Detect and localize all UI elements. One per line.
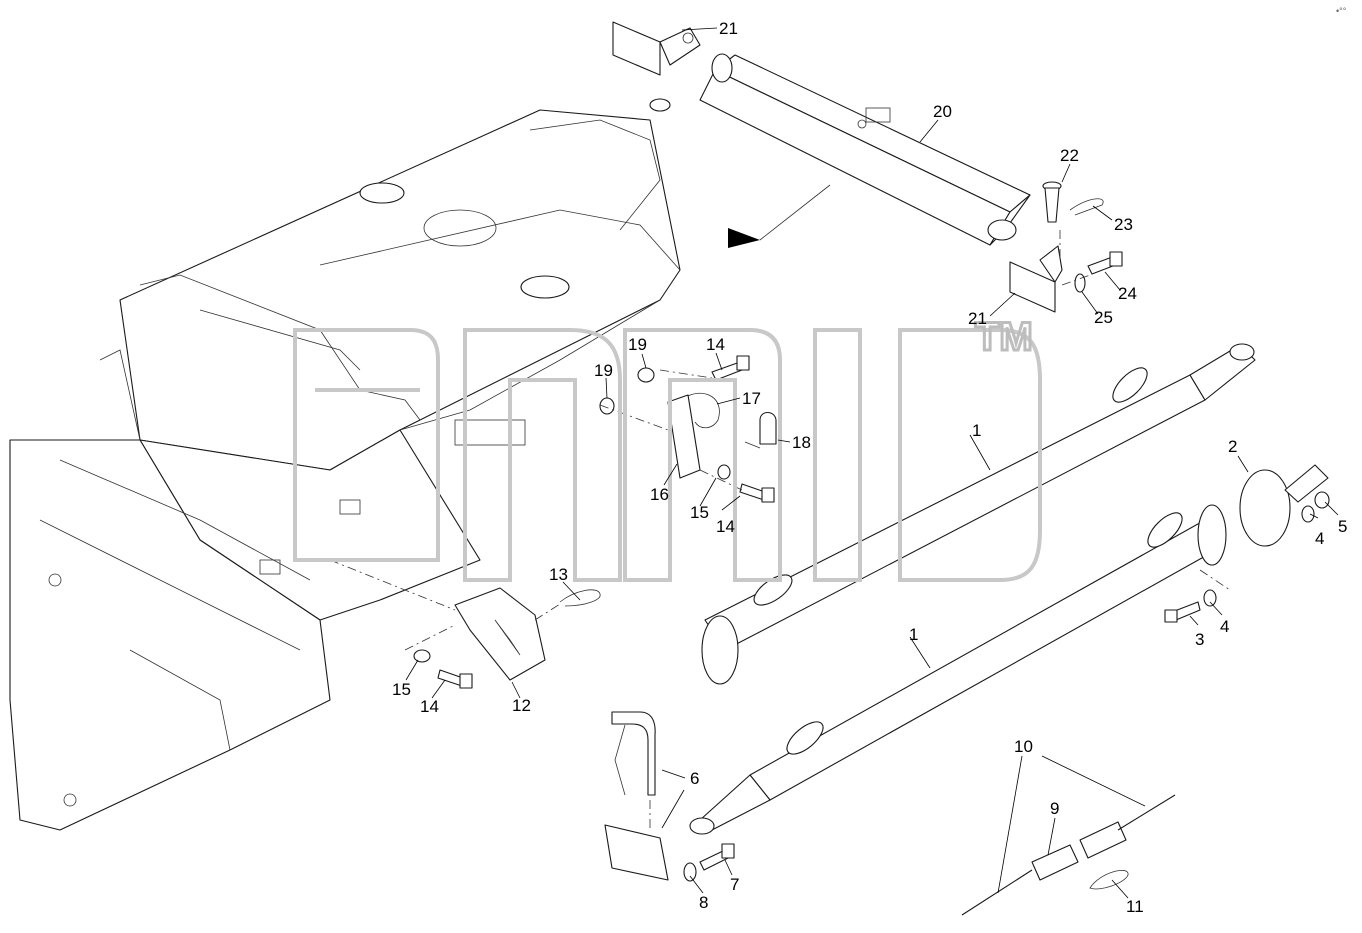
part-11-clip [1089,870,1129,890]
part-17-ring [687,392,720,429]
callout-21-upper: 21 [719,19,738,38]
callout-16: 16 [650,485,669,504]
part-14-bolt-lower [739,483,775,503]
callout-1-upper: 1 [972,421,981,440]
callout-23: 23 [1114,215,1133,234]
callout-4-b: 4 [1315,529,1324,548]
part-24-bolt [1087,251,1123,275]
watermark-logo: TM [293,314,1042,582]
part-22-pin [1042,181,1062,223]
callout-13: 13 [549,565,568,584]
part-14-bolt-upper [711,355,750,381]
callout-24: 24 [1118,284,1137,303]
part-4-washer-a [1203,589,1217,607]
direction-arrow [728,184,831,248]
callout-19-b: 19 [594,361,613,380]
part-2-flange [1239,464,1329,547]
callout-1-lower: 1 [909,625,918,644]
callout-14-lower: 14 [716,517,735,536]
callout-18: 18 [792,433,811,452]
part-16-bracket [667,394,701,479]
callout-14-left: 14 [420,697,439,716]
callout-6: 6 [690,769,699,788]
leader-lines [405,27,1339,899]
part-7-bolt [699,843,735,871]
part-3-bolt [1164,601,1201,623]
part-6-hitch-pin [604,711,669,881]
part-4-washer-b [1301,505,1315,523]
watermark-trademark: TM [975,315,1033,359]
part-21-bracket-upper [612,21,701,76]
callout-12: 12 [512,696,531,715]
callout-17: 17 [742,389,761,408]
part-18-lock [744,411,777,449]
part-12-bracket [454,587,546,681]
callout-2: 2 [1228,437,1237,456]
part-1-tube-lower [689,504,1227,835]
callout-21-lower: 21 [968,309,987,328]
part-5-nut [1314,491,1330,509]
callout-4-a: 4 [1220,617,1229,636]
callout-3: 3 [1195,630,1204,649]
part-19-nut-a [637,367,655,383]
part-15-washer-center [717,464,731,480]
callout-14-upper: 14 [706,335,725,354]
callout-labels: 1 1 2 3 4 4 5 6 7 8 9 10 11 12 13 14 14 … [392,19,1347,916]
assembly-lines [329,230,1231,830]
part-14-bolt-left [437,669,473,689]
machine-frame [9,98,681,831]
callout-20: 20 [933,102,952,121]
callout-15-center: 15 [690,503,709,522]
callout-8: 8 [699,893,708,912]
callout-9: 9 [1050,799,1059,818]
callout-19-a: 19 [628,335,647,354]
part-20-beam [699,53,1031,246]
part-9-sleeve [1031,821,1127,881]
part-25-washer [1074,273,1086,293]
callout-7: 7 [730,875,739,894]
callout-22: 22 [1060,146,1079,165]
part-10-chain [961,794,1176,916]
part-13-pin [559,589,601,607]
callout-15-left: 15 [392,680,411,699]
callout-25: 25 [1094,308,1113,327]
part-23-clip [1069,198,1104,216]
callout-5: 5 [1338,517,1347,536]
part-8-washer [683,862,697,882]
callout-10: 10 [1014,737,1033,756]
part-21-bracket-lower [1009,245,1063,313]
part-15-washer-left [413,649,431,663]
callout-11: 11 [1126,897,1144,916]
corner-mark: •°° [1336,6,1347,16]
